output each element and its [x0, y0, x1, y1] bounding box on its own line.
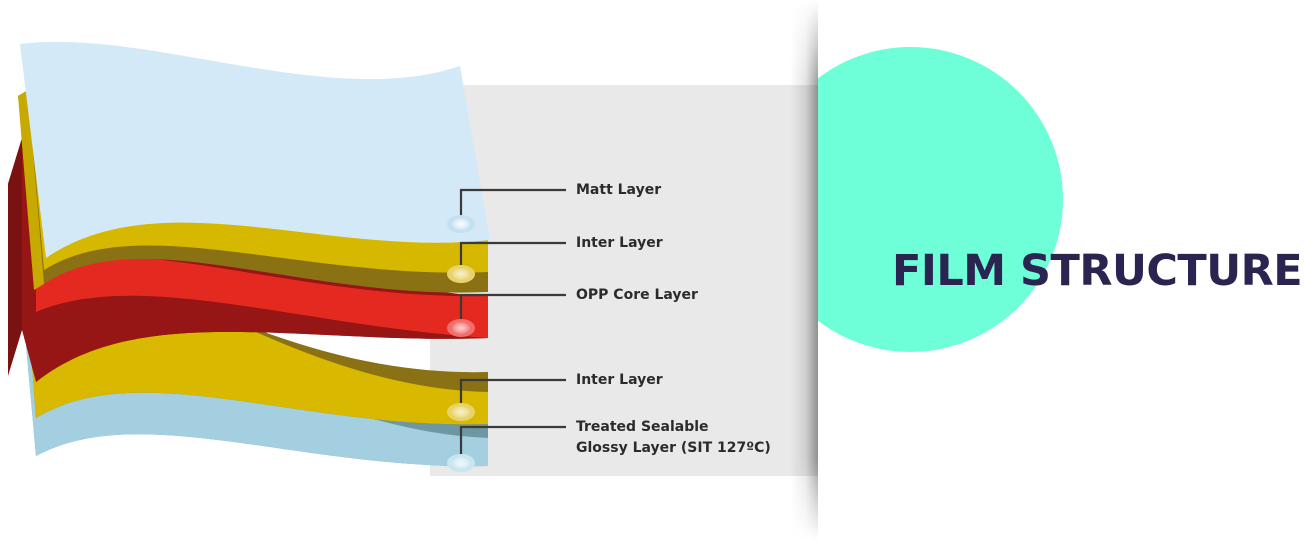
panel-divider-shadow: [790, 0, 818, 540]
accent-circle: [818, 47, 1063, 352]
title-panel: FILM STRUCTURE: [818, 0, 1305, 540]
callout-line-inter-top: [459, 241, 566, 272]
callout-line-matt: [459, 188, 566, 221]
callout-line-inter-bottom: [459, 378, 566, 410]
label-inter-layer-top: Inter Layer: [576, 235, 663, 251]
marker-inter-top: [447, 265, 475, 283]
marker-matt: [447, 215, 475, 233]
marker-glossy: [447, 454, 475, 472]
label-glossy-layer-line2: Glossy Layer (SIT 127ºC): [576, 440, 771, 456]
marker-inter-bottom: [447, 403, 475, 421]
callout-line-glossy: [459, 425, 566, 462]
label-matt-layer: Matt Layer: [576, 182, 662, 198]
callout-line-core: [459, 293, 566, 326]
page-title: FILM STRUCTURE: [892, 246, 1303, 296]
matt-layer: [20, 41, 490, 258]
callout-lines: [459, 188, 566, 462]
label-opp-core-layer: OPP Core Layer: [576, 287, 698, 303]
label-glossy-layer-line1: Treated Sealable: [576, 419, 709, 435]
callout-markers: [447, 215, 475, 472]
background-panel: [430, 85, 818, 476]
label-inter-layer-bottom: Inter Layer: [576, 372, 663, 388]
marker-core: [447, 319, 475, 337]
